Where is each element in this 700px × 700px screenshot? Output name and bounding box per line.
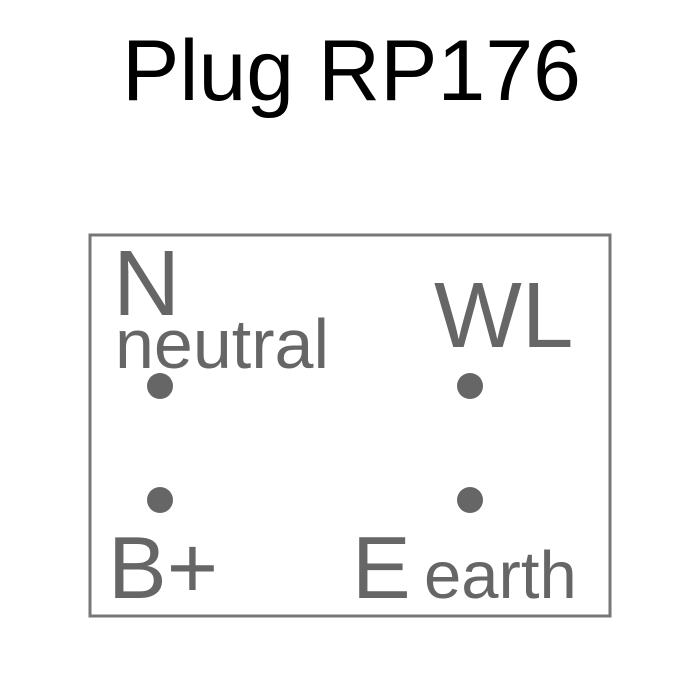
pin-label-n: N <box>113 231 180 335</box>
pin-sublabel-neutral: neutral <box>115 305 329 383</box>
pin-dot-bplus <box>147 487 173 513</box>
pin-dot-e <box>457 487 483 513</box>
plug-outline <box>88 233 612 618</box>
pin-sublabel-earth: earth <box>424 538 577 613</box>
pin-label-wl: WL <box>434 263 574 367</box>
pin-label-bplus: B+ <box>108 518 218 617</box>
pin-label-e: E <box>352 518 411 617</box>
diagram-title: Plug RP176 <box>122 23 581 119</box>
pin-dot-n <box>147 373 173 399</box>
pin-dot-wl <box>457 373 483 399</box>
